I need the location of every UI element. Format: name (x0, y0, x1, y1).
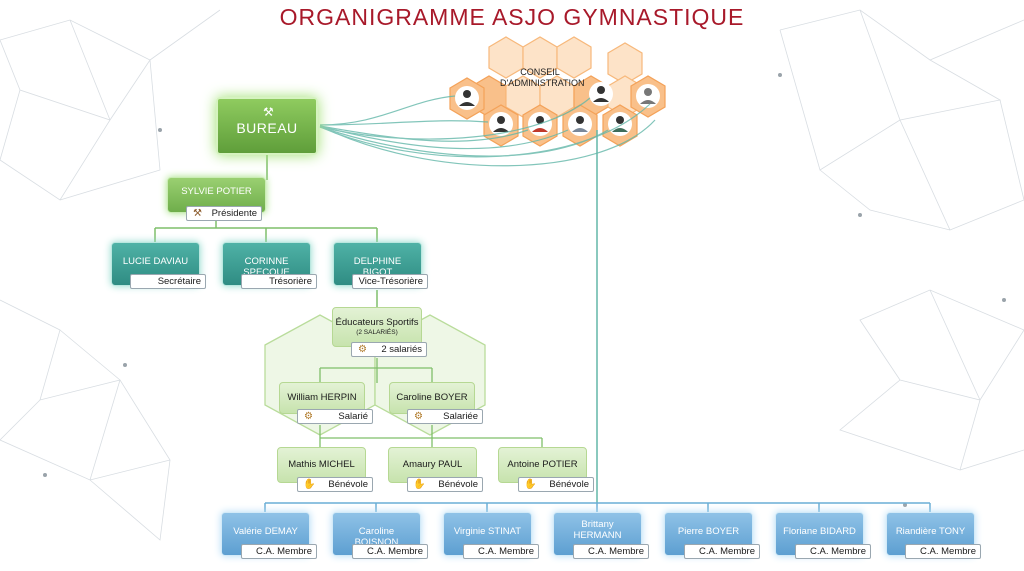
gavel-icon: ⚒ (263, 105, 274, 119)
president-name: SYLVIE POTIER (181, 186, 252, 197)
person-icon (489, 112, 513, 136)
salarie-name: Caroline BOYER (396, 392, 468, 403)
officer-role: Secrétaire (157, 276, 201, 287)
member-role: C.A. Membre (478, 546, 534, 557)
officer-role-tag: Secrétaire (130, 274, 206, 289)
person-icon (589, 82, 613, 106)
salarie-box[interactable]: William HERPIN (279, 382, 365, 414)
educateurs-name: Éducateurs Sportifs (335, 317, 419, 328)
avatars (455, 82, 660, 136)
officer-role-tag: Vice-Trésorière (352, 274, 428, 289)
salarie-role: Salarié (338, 411, 368, 422)
member-role-tag: C.A. Membre (795, 544, 871, 559)
member-role: C.A. Membre (699, 546, 755, 557)
person-icon (636, 84, 660, 108)
educateurs-box[interactable]: Éducateurs Sportifs (2 SALARIÉS) (332, 307, 422, 347)
person-icon (568, 112, 592, 136)
hand-icon: ✋ (413, 479, 426, 490)
gear-icon: ⚙ (414, 411, 423, 422)
member-role-tag: C.A. Membre (905, 544, 981, 559)
salarie-role-tag: ⚙ Salarié (297, 409, 373, 424)
member-name: Valérie DEMAY (233, 526, 298, 537)
member-role-tag: C.A. Membre (241, 544, 317, 559)
person-icon (455, 86, 479, 110)
member-name: Floriane BIDARD (783, 526, 856, 537)
gear-icon: ⚙ (304, 411, 313, 422)
background-lattice (0, 9, 1024, 541)
benevole-name: Antoine POTIER (507, 459, 578, 470)
benevole-role-tag: ✋ Bénévole (407, 477, 483, 492)
member-role-tag: C.A. Membre (352, 544, 428, 559)
officer-role: Trésorière (269, 276, 312, 287)
member-name: Virginie STINAT (453, 526, 522, 537)
bureau-conseil-links (319, 95, 656, 167)
officer-role-tag: Trésorière (241, 274, 317, 289)
salarie-name: William HERPIN (287, 392, 357, 403)
benevole-role-tag: ✋ Bénévole (518, 477, 594, 492)
hand-icon: ✋ (524, 479, 537, 490)
benevole-name: Amaury PAUL (402, 459, 463, 470)
member-name: Caroline BOISNON (354, 526, 399, 548)
gear-icon: ⚙ (358, 344, 367, 355)
educateurs-role: 2 salariés (381, 344, 422, 355)
benevole-role: Bénévole (328, 479, 368, 490)
member-name: Riandière TONY (895, 526, 966, 537)
officer-name: DELPHINE BIGOT (353, 256, 402, 278)
member-role-tag: C.A. Membre (684, 544, 760, 559)
member-name: Brittany HERMANN (573, 519, 622, 541)
benevole-role-tag: ✋ Bénévole (297, 477, 373, 492)
benevole-name: Mathis MICHEL (288, 459, 355, 470)
president-role: Présidente (211, 208, 257, 219)
member-name: Pierre BOYER (677, 526, 740, 537)
salarie-role: Salariée (443, 411, 478, 422)
person-icon (608, 112, 632, 136)
page-title: ORGANIGRAMME ASJO GYMNASTIQUE (279, 4, 745, 30)
salarie-role-tag: ⚙ Salariée (407, 409, 483, 424)
president-role-tag: ⚒ Présidente (186, 206, 262, 221)
member-role: C.A. Membre (256, 546, 312, 557)
member-role-tag: C.A. Membre (463, 544, 539, 559)
benevole-role: Bénévole (438, 479, 478, 490)
officer-name: CORINNE SPECQUE (243, 256, 290, 278)
benevole-role: Bénévole (549, 479, 589, 490)
member-role: C.A. Membre (588, 546, 644, 557)
officer-name: LUCIE DAVIAU (122, 256, 189, 267)
member-role: C.A. Membre (810, 546, 866, 557)
member-role-tag: C.A. Membre (573, 544, 649, 559)
hand-icon: ✋ (303, 479, 316, 490)
gavel-icon: ⚒ (193, 208, 202, 219)
bureau-box[interactable]: ⚒ BUREAU (216, 97, 318, 155)
member-role: C.A. Membre (920, 546, 976, 557)
conseil-hex-cluster (449, 36, 666, 147)
officer-role: Vice-Trésorière (358, 276, 423, 287)
member-role: C.A. Membre (367, 546, 423, 557)
bureau-label: BUREAU (236, 120, 298, 136)
conseil-label: CONSEIL D'ADMINISTRATION (500, 67, 585, 88)
educateurs-role-tag: ⚙ 2 salariés (351, 342, 427, 357)
educateurs-sub: (2 SALARIÉS) (356, 329, 398, 336)
